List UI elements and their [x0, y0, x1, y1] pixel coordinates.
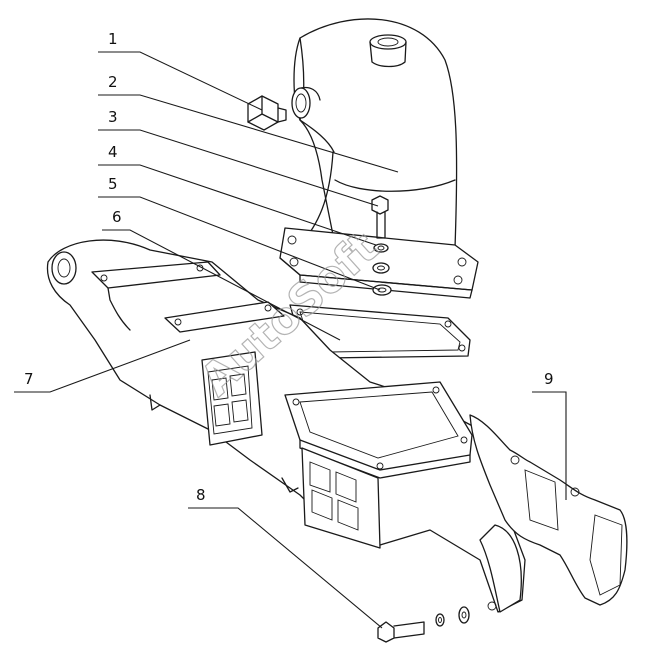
plug	[247, 95, 287, 131]
callout-label-1: 1	[108, 30, 118, 48]
callout-label-7: 7	[24, 370, 34, 388]
callout-label-4: 4	[108, 143, 118, 161]
washers-top	[372, 243, 392, 296]
manifold-gasket	[469, 414, 628, 606]
manifold-body	[46, 239, 526, 613]
callout-label-8: 8	[196, 486, 206, 504]
callout-label-2: 2	[108, 73, 118, 91]
leader-lines	[14, 51, 567, 629]
callout-label-3: 3	[108, 108, 118, 126]
callout-labels: 1 2 3 4 5 6 7 8 9	[24, 30, 554, 504]
elbow-pipe	[291, 18, 458, 261]
callout-label-5: 5	[108, 175, 118, 193]
bolt-top	[371, 195, 389, 239]
callout-label-9: 9	[544, 370, 554, 388]
callout-label-6: 6	[112, 208, 122, 226]
elbow-flange	[279, 227, 479, 299]
bolt-bottom	[377, 606, 470, 643]
